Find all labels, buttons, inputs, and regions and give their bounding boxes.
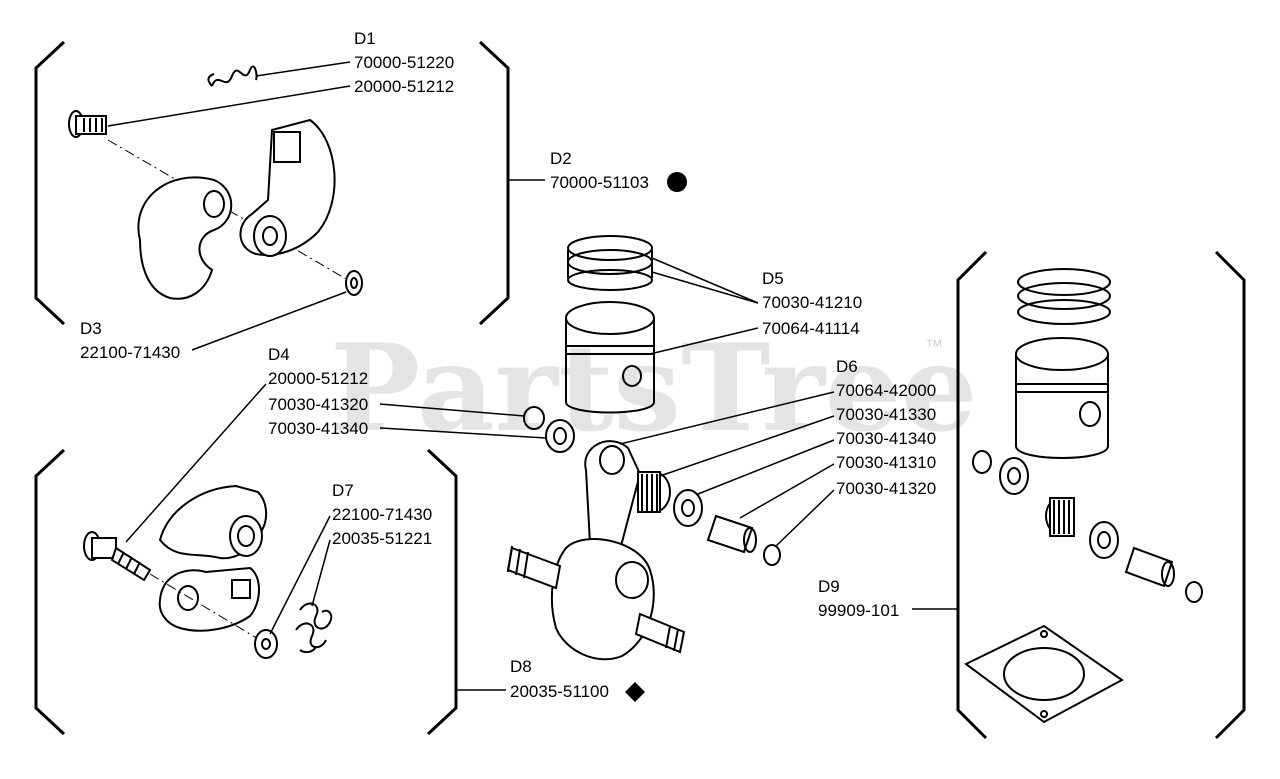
clutch-shoe-bottom-top <box>158 484 268 560</box>
label-d9-id: D9 <box>818 577 840 596</box>
washer-bottom <box>254 629 278 659</box>
crankshaft <box>506 440 686 661</box>
label-d5-id: D5 <box>762 269 784 288</box>
clutch-bolt-bottom <box>83 531 152 582</box>
label-d5-part-2: 70064-41114 <box>762 319 860 338</box>
label-group-d3: D3 22100-71430 <box>80 319 180 362</box>
clutch-spring-bottom <box>295 602 333 654</box>
needle-bearing-right <box>1045 497 1075 537</box>
label-group-d2: D2 70000-51103 <box>550 149 687 192</box>
bracket-d8 <box>34 448 458 736</box>
label-d3-part: 22100-71430 <box>80 343 180 362</box>
washer-right-2 <box>1089 521 1119 559</box>
piston-rings-right <box>1017 268 1111 325</box>
label-d9-part: 99909-101 <box>818 601 899 620</box>
label-d1-part-1: 70000-51220 <box>354 53 454 72</box>
label-d7-part-2: 20035-51221 <box>332 529 432 548</box>
bracket-d9 <box>956 250 1246 740</box>
clutch-bolt-top <box>68 110 107 138</box>
piston-pin-right <box>1124 546 1175 588</box>
label-d4-part-3: 70030-41340 <box>268 419 368 438</box>
label-group-d6: D6 70064-42000 70030-41330 70030-41340 7… <box>836 357 936 498</box>
piston-rings-center <box>567 235 653 291</box>
circlip-right-2 <box>1185 581 1203 603</box>
gasket-right <box>964 624 1124 724</box>
leaders-d5 <box>649 257 759 355</box>
small-bearings-d4 <box>523 406 575 453</box>
label-group-d5: D5 70030-41210 70064-41114 <box>762 269 862 338</box>
label-d1-part-2: 20000-51212 <box>354 77 454 96</box>
washer-center <box>673 489 703 527</box>
filled-circle-icon <box>667 172 687 192</box>
filled-diamond-icon <box>625 682 645 702</box>
label-d6-part-2: 70030-41330 <box>836 405 936 424</box>
label-d6-part-3: 70030-41340 <box>836 429 936 448</box>
label-group-d4: D4 20000-51212 70030-41320 70030-41340 <box>268 345 368 438</box>
assembly-axis-top <box>107 139 349 281</box>
leaders-d7 <box>269 515 331 635</box>
clutch-spring-top <box>207 65 258 87</box>
piston-right <box>1015 337 1109 459</box>
label-d7-id: D7 <box>332 481 354 500</box>
assembly-axis-bottom <box>149 573 261 641</box>
bracket-d2 <box>34 40 510 326</box>
watermark-trademark: ™ <box>925 336 943 356</box>
leaders-top-left <box>107 61 351 351</box>
label-d8-id: D8 <box>510 657 532 676</box>
label-d6-id: D6 <box>836 357 858 376</box>
label-d3-id: D3 <box>80 319 102 338</box>
label-d1-id: D1 <box>354 29 376 48</box>
piston-pin-center <box>706 514 757 554</box>
clutch-shoe-left <box>137 176 233 300</box>
washer-top <box>345 270 363 296</box>
label-d4-part-2: 70030-41320 <box>268 395 368 414</box>
label-d6-part-5: 70030-41320 <box>836 479 936 498</box>
label-group-d7: D7 22100-71430 20035-51221 <box>332 481 432 548</box>
label-d5-part-1: 70030-41210 <box>762 293 862 312</box>
leaders-d4 <box>125 383 547 543</box>
label-d2-id: D2 <box>550 149 572 168</box>
washer-right-1 <box>999 457 1029 495</box>
label-group-d1: D1 70000-51220 20000-51212 <box>354 29 454 96</box>
needle-bearing-center <box>637 471 671 513</box>
clutch-shoe-bottom-lower <box>158 566 260 632</box>
label-group-d8: D8 20035-51100 <box>510 657 645 702</box>
label-d6-part-4: 70030-41310 <box>836 453 936 472</box>
clutch-shoe-right <box>239 118 336 257</box>
label-d6-part-1: 70064-42000 <box>836 381 936 400</box>
label-group-d9: D9 99909-101 <box>818 577 899 620</box>
label-d8-part: 20035-51100 <box>510 682 609 701</box>
label-d4-id: D4 <box>268 345 290 364</box>
circlip-right-1 <box>972 450 992 474</box>
label-d4-part-1: 20000-51212 <box>268 369 368 388</box>
label-d7-part-1: 22100-71430 <box>332 505 432 524</box>
circlip-center <box>763 544 781 566</box>
leaders-d6 <box>619 391 835 547</box>
label-d2-part: 70000-51103 <box>550 173 649 192</box>
piston-center <box>565 301 655 414</box>
